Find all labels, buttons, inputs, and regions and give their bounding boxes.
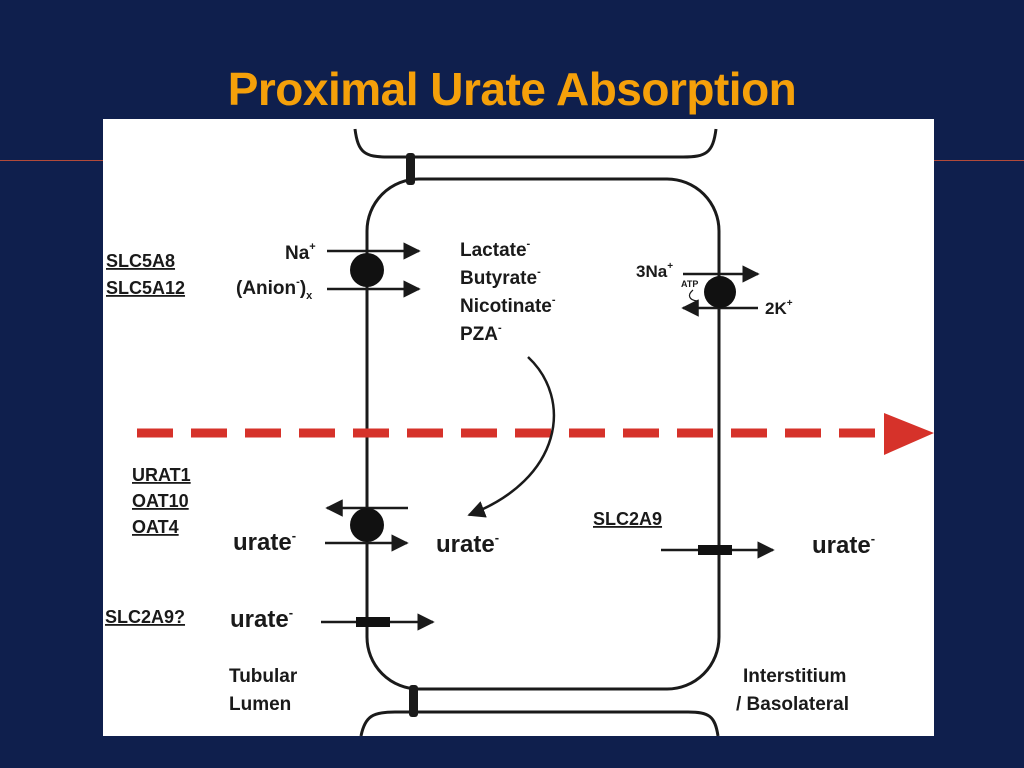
title-rule-right: [934, 160, 1024, 161]
label-3na: 3Na+: [636, 261, 673, 281]
slide-title: Proximal Urate Absorption: [227, 63, 797, 115]
neighbor-cell-top: [353, 128, 718, 159]
region-lumen-line1: Tubular: [229, 666, 298, 687]
slc2a9-apical-channel: [356, 617, 390, 627]
label-urat1: URAT1: [132, 465, 191, 485]
atp-hydrolysis-arrow: [688, 289, 698, 302]
neighbor-cell-bottom: [359, 710, 720, 736]
label-oat10: OAT10: [132, 491, 189, 511]
anion-exchange-curve-arrow: [467, 356, 556, 518]
urat1-transporter: [350, 508, 384, 542]
urate-flow-arrowhead: [884, 413, 934, 455]
region-interstitium-line1: Interstitium: [743, 666, 846, 687]
urate-intracellular-label: urate-: [436, 530, 499, 558]
diagram-panel: SLC5A8 SLC5A12 Na+ (Anion-)x Lactate- Bu…: [103, 119, 934, 736]
urate-lumen-label-2: urate-: [230, 605, 293, 633]
urate-lumen-label: urate-: [233, 528, 296, 556]
anion-pza: PZA-: [460, 322, 502, 345]
anion-butyrate: Butyrate-: [460, 266, 541, 289]
label-oat4: OAT4: [132, 517, 179, 537]
label-2k: 2K+: [765, 298, 793, 318]
label-slc2a9-basolateral: SLC2A9: [593, 509, 662, 529]
slc5a8-transporter: [350, 253, 384, 287]
region-interstitium-line2: / Basolateral: [736, 694, 849, 715]
label-slc5a8: SLC5A8: [106, 251, 175, 271]
anion-lactate: Lactate-: [460, 238, 531, 261]
region-lumen-line2: Lumen: [229, 694, 291, 715]
tight-junction-bottom: [409, 685, 418, 717]
na-k-atpase: [704, 276, 736, 308]
label-slc2a9-apical: SLC2A9?: [105, 607, 185, 627]
label-anion: (Anion-)x: [236, 276, 313, 302]
label-slc5a12: SLC5A12: [106, 278, 185, 298]
anion-nicotinate: Nicotinate-: [460, 294, 556, 317]
label-na: Na+: [285, 241, 316, 264]
urate-interstitium-label: urate-: [812, 531, 875, 559]
cell-diagram: SLC5A8 SLC5A12 Na+ (Anion-)x Lactate- Bu…: [105, 128, 934, 736]
tight-junction-top: [406, 153, 415, 185]
slc2a9-basolateral-channel: [698, 545, 732, 555]
title-rule-left: [0, 160, 103, 161]
label-atp: ATP: [681, 279, 698, 289]
